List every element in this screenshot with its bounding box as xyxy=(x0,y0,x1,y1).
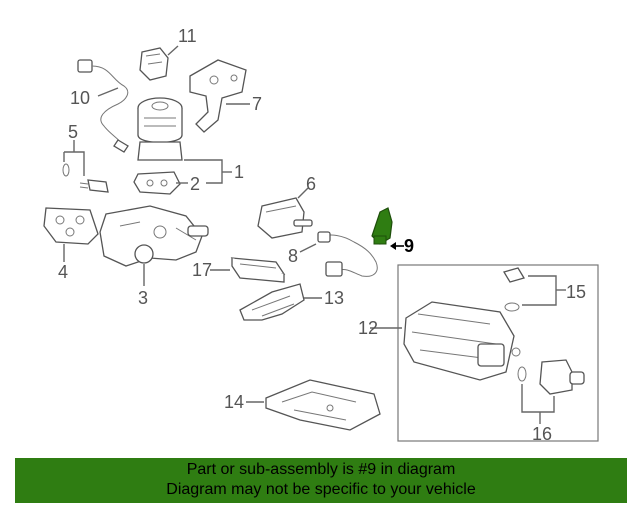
callout-12: 12 xyxy=(358,318,378,338)
part-8-harness xyxy=(317,231,378,277)
banner-line-1: Part or sub-assembly is #9 in diagram xyxy=(186,461,456,478)
callout-3: 3 xyxy=(138,288,148,308)
part-12-assembly-box xyxy=(397,264,599,442)
callout-4: 4 xyxy=(58,262,68,282)
part-13-bracket xyxy=(239,283,305,321)
callout-10: 10 xyxy=(70,88,90,108)
callout-11: 11 xyxy=(178,26,197,46)
callout-2: 2 xyxy=(190,174,200,194)
callout-9: 9 xyxy=(404,236,414,256)
part-2-gasket xyxy=(133,171,181,195)
part-11-sensor xyxy=(139,45,179,81)
part-4-gasket xyxy=(43,207,99,245)
part-7-bracket xyxy=(189,59,247,133)
callout-15: 15 xyxy=(566,282,586,302)
parts-diagram: 11 10 1 2 7 5 xyxy=(43,26,599,444)
callout-13: 13 xyxy=(324,288,344,308)
part-3-throttle-body xyxy=(99,205,209,267)
callout-7: 7 xyxy=(252,94,262,114)
callout-17: 17 xyxy=(192,260,212,280)
info-banner: Part or sub-assembly is #9 in diagram Di… xyxy=(15,458,627,503)
part-1-egr-valve xyxy=(137,97,183,161)
callout-16: 16 xyxy=(532,424,552,444)
callout-1: 1 xyxy=(234,162,244,182)
part-14-tray xyxy=(265,379,381,431)
part-15-clip xyxy=(503,267,525,312)
part-16-valve xyxy=(517,359,585,395)
banner-line-2: Diagram may not be specific to your vehi… xyxy=(166,481,476,498)
part-5-sensor xyxy=(62,163,109,193)
part-10-oxygen-sensor xyxy=(77,59,129,153)
callout-6: 6 xyxy=(306,174,316,194)
part-6-solenoid xyxy=(257,197,313,239)
part-12-canister xyxy=(403,301,521,381)
part-9-highlighted xyxy=(371,207,393,245)
callout-5: 5 xyxy=(68,122,78,142)
callout-8: 8 xyxy=(288,246,298,266)
part-17-cover xyxy=(230,257,286,283)
callout-14: 14 xyxy=(224,392,244,412)
